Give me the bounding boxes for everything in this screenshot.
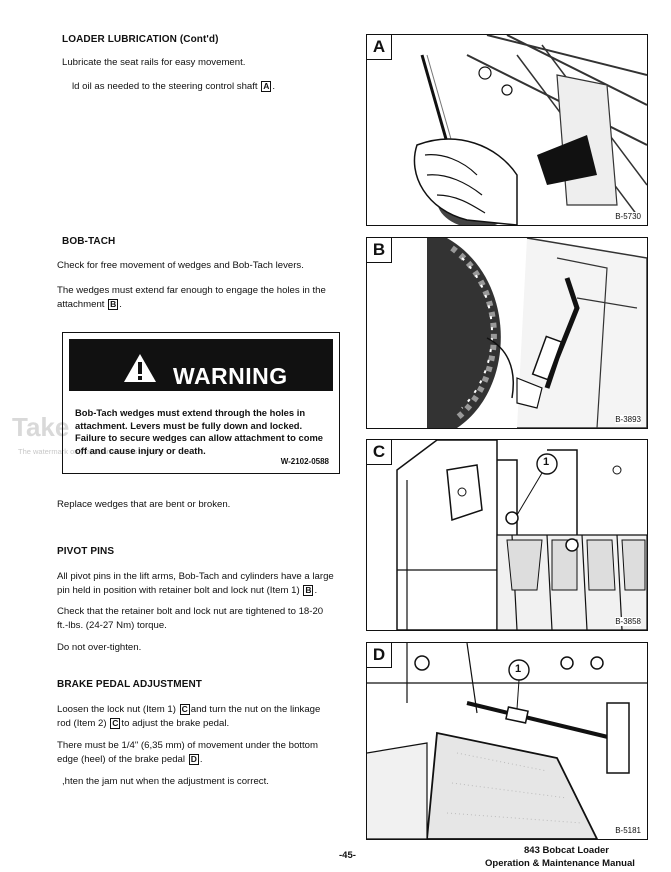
warning-box: WARNING Bob-Tach wedges must extend thro… [62,332,340,474]
pivot-line-2-text: pin held in position with retainer bolt … [57,585,300,596]
paragraph-steering-shaft: ld oil as needed to the steering control… [72,80,275,94]
figure-b-code: B-3893 [615,415,641,424]
figure-d: D 1 B-5181 [366,642,648,840]
paragraph-replace-wedges: Replace wedges that are bent or broken. [57,499,231,510]
warning-line-1: Bob-Tach wedges must extend through the … [75,407,306,418]
figure-c: C 1 B-3858 [366,439,648,631]
figure-c-code: B-3858 [615,617,641,626]
figure-ref-a: A [261,81,272,92]
paragraph-pivot-pins: All pivot pins in the lift arms, Bob-Tac… [57,570,357,598]
figure-ref-c-2: C [110,718,121,729]
warning-line-2: attachment. Levers must be fully down an… [75,419,303,431]
figure-a: A B-5730 [366,34,648,226]
figure-c-label: C [367,440,392,465]
torque-line-1: Check that the retainer bolt and lock nu… [57,606,324,617]
figure-d-label: D [367,643,392,668]
movement-line-2-text: edge (heel) of the brake pedal [57,754,186,765]
figure-ref-b: B [108,299,119,310]
figure-ref-d: D [188,754,199,765]
section-heading-brake-pedal: BRAKE PEDAL ADJUSTMENT [57,679,202,690]
warning-title: WARNING [173,363,288,389]
warning-text: Bob-Tach wedges must extend through the … [75,407,330,457]
figure-b: B B-3893 [366,237,648,429]
paragraph-torque: Check that the retainer bolt and lock nu… [57,605,357,633]
figure-b-label: B [367,238,392,263]
paragraph-wedges-extend: The wedges must extend far enough to eng… [57,284,357,312]
paragraph-no-overtighten: Do not over-tighten. [57,642,142,653]
figure-a-illustration [413,35,647,225]
figure-d-code: B-5181 [615,826,641,835]
movement-line-2: edge (heel) of the brake pedal D. [57,753,357,767]
torque-line-2: ft.-lbs. (24-27 Nm) torque. [57,620,167,631]
pivot-line-1: All pivot pins in the lift arms, Bob-Tac… [57,571,334,582]
warning-line-3: Failure to secure wedges can allow attac… [75,432,323,443]
paragraph-seat-rails: Lubricate the seat rails for easy moveme… [62,57,246,68]
movement-line-1: There must be 1/4" (6,35 mm) of movement… [57,740,318,751]
wedges-line-2: attachment B. [57,298,357,312]
warning-line-4: off and cause injury or death. [75,444,206,456]
locknut-line-2-pre: rod (Item 2) [57,718,107,729]
steering-shaft-text: ld oil as needed to the steering control… [72,81,258,92]
pivot-line-2: pin held in position with retainer bolt … [57,584,357,598]
paragraph-pedal-movement: There must be 1/4" (6,35 mm) of movement… [57,739,357,767]
section-heading-pivot-pins: PIVOT PINS [57,546,115,557]
footer-title-1: 843 Bobcat Loader [524,845,609,856]
figure-c-illustration [396,440,647,630]
watermark-text: Take [12,412,70,442]
locknut-line-2-post: to adjust the brake pedal. [121,718,230,729]
figure-b-illustration [427,238,647,428]
figure-d-callout-1: 1 [515,663,522,675]
footer-title-2: Operation & Maintenance Manual [485,858,635,869]
figure-a-code: B-5730 [615,212,641,221]
wedges-line-2-text: attachment [57,299,105,310]
figure-c-callout-1: 1 [543,456,550,468]
warning-triangle-icon [124,354,156,382]
figure-ref-b-2: B [303,585,314,596]
section-heading-loader-lubrication: LOADER LUBRICATION (Cont'd) [62,34,219,45]
watermark-note: The watermark only appears on this sampl… [18,447,164,456]
warning-code: W-2102-0588 [280,457,329,466]
figure-ref-c: C [179,704,190,715]
wedges-end: . [119,299,122,310]
paragraph-jam-nut: ,hten the jam nut when the adjustment is… [62,776,269,787]
movement-end: . [199,754,203,765]
page-number: -45- [339,850,356,861]
section-heading-bob-tach: BOB-TACH [62,236,116,247]
wedges-line-1: The wedges must extend far enough to eng… [57,285,326,296]
figure-d-illustration [367,643,647,839]
pivot-end: . [314,585,318,596]
warning-banner: WARNING [69,339,333,391]
steering-shaft-end: . [272,81,276,92]
paragraph-bob-tach-check: Check for free movement of wedges and Bo… [57,260,304,271]
locknut-line-1-post: and turn the nut on the linkage [190,704,321,715]
figure-a-label: A [367,35,392,60]
locknut-line-1-pre: Loosen the lock nut (Item 1) [57,704,176,715]
